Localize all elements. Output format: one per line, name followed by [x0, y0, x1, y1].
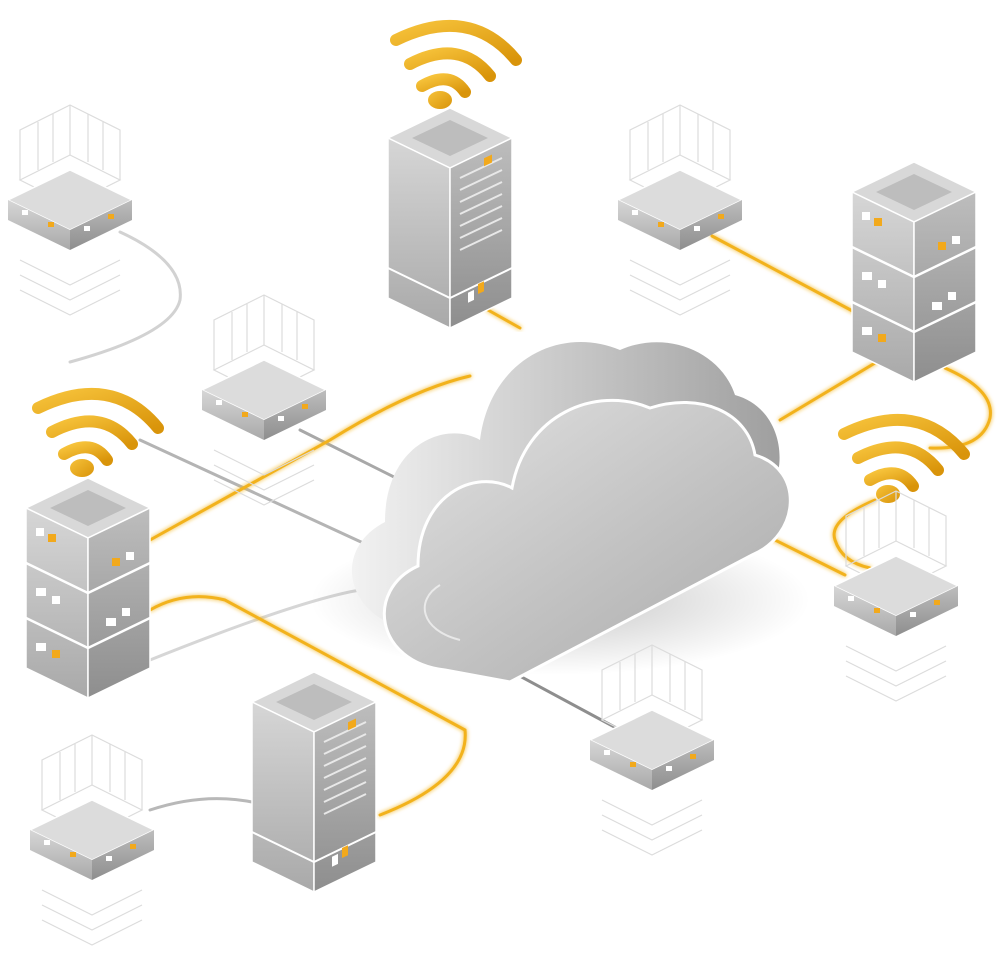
server-stack-icon — [850, 161, 978, 384]
wifi-signal-icon — [32, 387, 164, 477]
link-gray — [148, 797, 267, 812]
link-accent — [710, 234, 862, 317]
cloud-icon — [310, 342, 810, 684]
network-switch-icon — [28, 734, 156, 946]
server-tower-icon — [250, 671, 378, 894]
link-accent — [148, 374, 472, 542]
server-tower-icon — [386, 107, 514, 330]
network-switch-icon — [832, 490, 960, 702]
link-accent — [486, 308, 522, 330]
server-stack-icon — [24, 477, 152, 700]
link-gray — [138, 438, 402, 562]
network-switch-icon — [6, 104, 134, 316]
network-switch-icon — [616, 104, 744, 316]
wifi-signal-icon — [838, 413, 970, 503]
link-accent — [148, 595, 467, 817]
link-gray — [68, 230, 182, 364]
link-accent — [778, 358, 882, 422]
link-accent — [832, 498, 877, 570]
network-switch-icon — [200, 294, 328, 506]
network-switch-icon — [588, 644, 716, 856]
wifi-signal-icon — [390, 19, 522, 109]
